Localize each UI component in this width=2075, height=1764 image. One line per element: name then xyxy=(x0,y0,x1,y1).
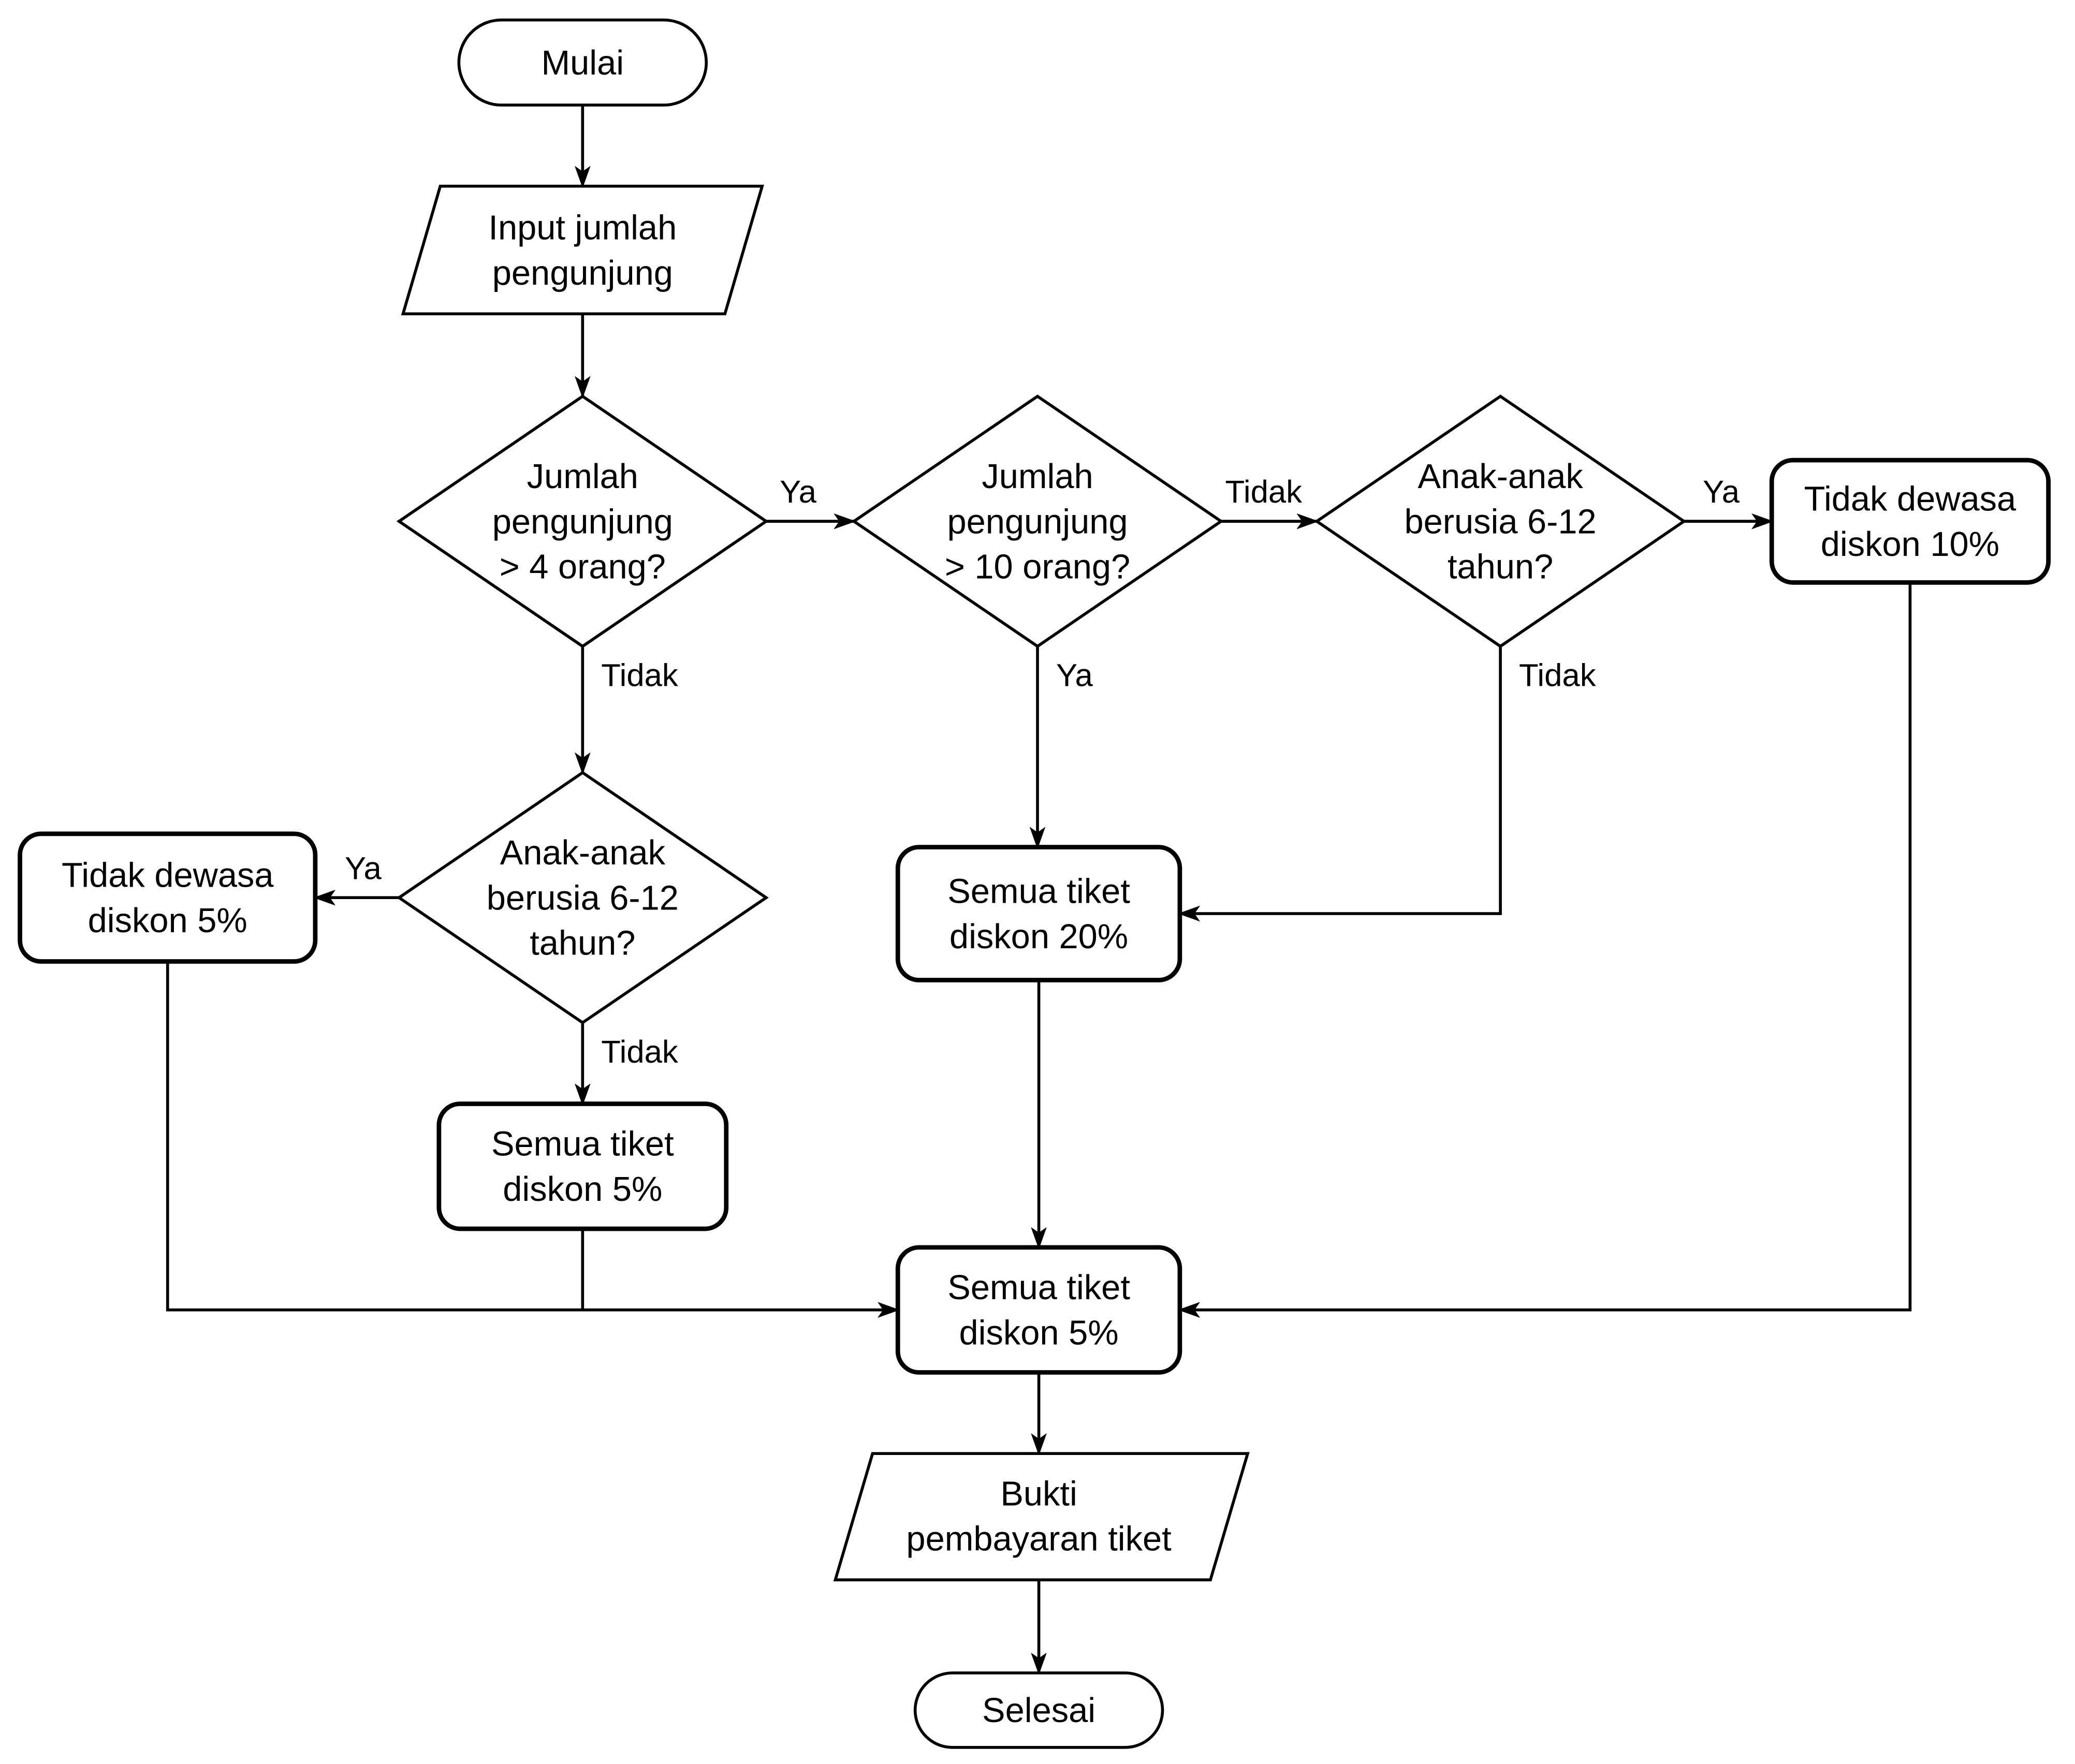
node-end-label: Selesai xyxy=(982,1692,1095,1730)
node-discount5-left-line2: diskon 5% xyxy=(503,1170,662,1209)
node-d2-line1: Jumlah xyxy=(982,458,1093,496)
node-semua-tiket-diskon-5-tengah: Semua tiket diskon 5% xyxy=(895,1245,1182,1375)
edge-label-d2-ya: Ya xyxy=(1056,658,1093,694)
node-discount5-left-line1: Semua tiket xyxy=(491,1125,674,1164)
node-output-line2: pembayaran tiket xyxy=(906,1520,1172,1559)
node-start-label: Mulai xyxy=(542,44,624,82)
node-bukti-pembayaran-tiket: Bukti pembayaran tiket xyxy=(833,1452,1250,1582)
node-d3-line1: Anak-anak xyxy=(1418,458,1583,496)
decision-d3-shape xyxy=(1314,394,1687,649)
node-input-line2: pengunjung xyxy=(492,254,673,292)
result-discount10-shape xyxy=(1769,458,2051,585)
terminator-end-shape xyxy=(913,1671,1164,1749)
node-tidak-dewasa-diskon-10: Tidak dewasa diskon 10% xyxy=(1769,458,2051,585)
io-output-shape xyxy=(833,1452,1250,1582)
node-d3-line3: tahun? xyxy=(1448,548,1553,586)
edge-d3-tidak-to-discount20 xyxy=(1180,646,1502,914)
decision-d2-shape xyxy=(851,394,1224,649)
node-discount20-line2: diskon 20% xyxy=(949,918,1128,956)
decision-d1-shape xyxy=(396,394,769,649)
node-decision-anak-6-12-kiri: Anak-anak berusia 6-12 tahun? xyxy=(396,771,769,1025)
result-discount5-adult-shape xyxy=(18,831,318,964)
io-input-shape xyxy=(401,184,764,316)
edge-label-d1-tidak: Tidak xyxy=(601,658,678,694)
edge-labels: Ya Tidak Tidak Ya Ya Tidak Ya Tidak xyxy=(345,474,1740,1070)
node-discount5-center-line2: diskon 5% xyxy=(959,1314,1119,1352)
edge-label-d3-tidak: Tidak xyxy=(1519,658,1596,694)
node-decision-jumlah-lebih-4: Jumlah pengunjung > 4 orang? xyxy=(396,394,769,649)
node-discount5-center-line1: Semua tiket xyxy=(947,1269,1130,1307)
edge-discount10-to-center xyxy=(1180,582,1912,1310)
result-discount5-center-shape xyxy=(895,1245,1182,1375)
result-discount20-shape xyxy=(895,845,1182,982)
edge-label-d2-tidak: Tidak xyxy=(1225,474,1303,510)
node-d4-line3: tahun? xyxy=(530,924,635,963)
terminator-start-shape xyxy=(457,18,708,107)
node-d1-line3: > 4 orang? xyxy=(500,548,666,586)
decision-d4-shape xyxy=(396,771,769,1025)
node-input-jumlah-pengunjung: Input jumlah pengunjung xyxy=(401,184,764,316)
node-d1-line1: Jumlah xyxy=(527,458,638,496)
node-d1-line2: pengunjung xyxy=(492,503,673,541)
edge-label-d4-tidak: Tidak xyxy=(601,1034,678,1070)
node-d2-line2: pengunjung xyxy=(947,503,1128,541)
node-d3-line2: berusia 6-12 xyxy=(1404,503,1596,541)
node-discount5-adult-line1: Tidak dewasa xyxy=(62,857,274,895)
result-discount5-left-shape xyxy=(436,1101,729,1231)
edge-label-d1-ya: Ya xyxy=(780,474,817,510)
node-tidak-dewasa-diskon-5: Tidak dewasa diskon 5% xyxy=(18,831,318,964)
node-d4-line2: berusia 6-12 xyxy=(487,879,679,917)
node-discount20-line1: Semua tiket xyxy=(947,873,1130,911)
edge-label-d4-ya: Ya xyxy=(345,850,382,886)
node-input-line1: Input jumlah xyxy=(488,209,677,247)
edge-discount5-adult-to-center xyxy=(166,961,898,1310)
node-d2-line3: > 10 orang? xyxy=(945,548,1130,586)
node-semua-tiket-diskon-20: Semua tiket diskon 20% xyxy=(895,845,1182,982)
node-discount10-line2: diskon 10% xyxy=(1821,525,1999,564)
edges xyxy=(166,105,1912,1673)
node-decision-anak-6-12-kanan: Anak-anak berusia 6-12 tahun? xyxy=(1314,394,1687,649)
edge-label-d3-ya: Ya xyxy=(1703,474,1740,510)
node-start: Mulai xyxy=(457,18,708,107)
node-d4-line1: Anak-anak xyxy=(500,834,666,872)
node-discount5-adult-line2: diskon 5% xyxy=(88,902,247,940)
node-decision-jumlah-lebih-10: Jumlah pengunjung > 10 orang? xyxy=(851,394,1224,649)
node-end: Selesai xyxy=(913,1671,1164,1749)
node-semua-tiket-diskon-5-kiri: Semua tiket diskon 5% xyxy=(436,1101,729,1231)
node-discount10-line1: Tidak dewasa xyxy=(1804,480,2016,519)
node-output-line1: Bukti xyxy=(1000,1475,1077,1513)
